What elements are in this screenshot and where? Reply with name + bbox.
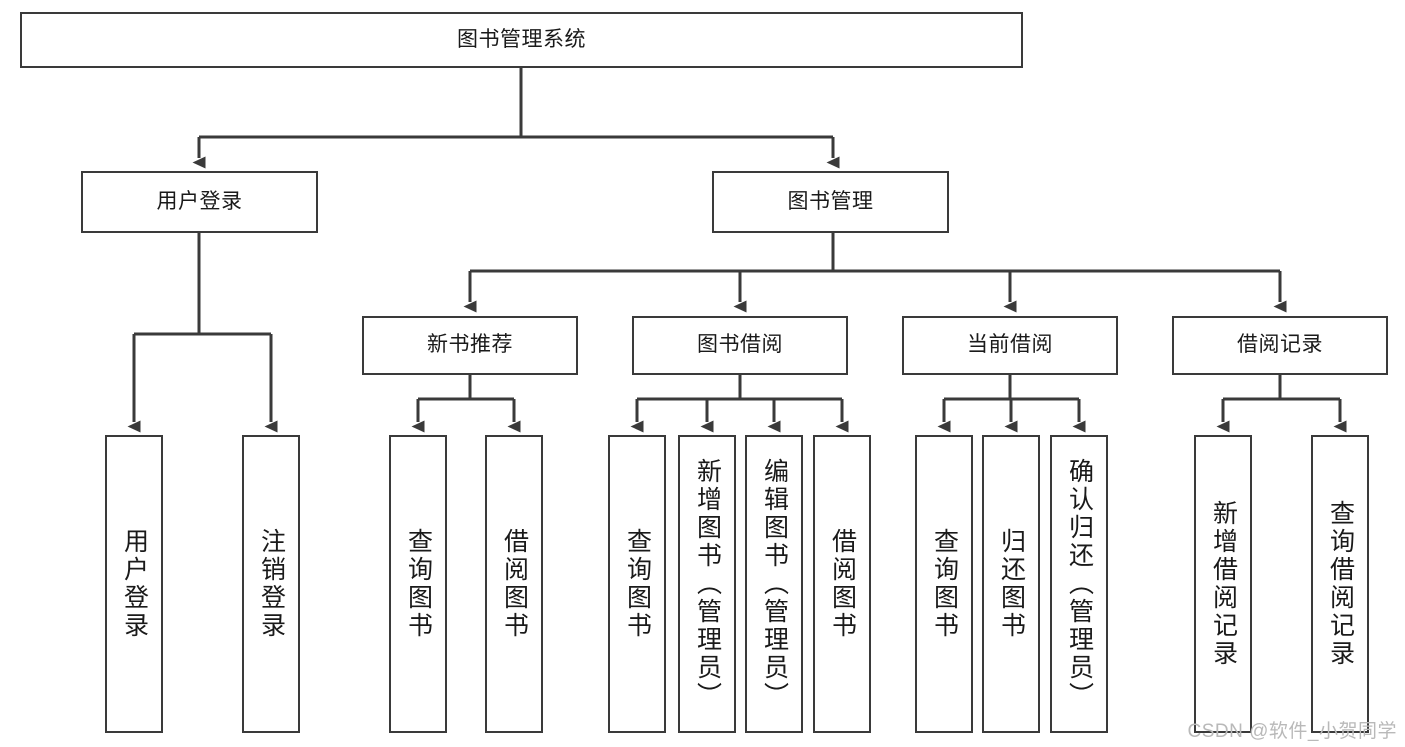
leaf-new-book-2-label: 借阅图书 [500, 528, 529, 640]
leaf-new-book-1-label: 查询图书 [404, 528, 433, 640]
node-new-book-recommend-label: 新书推荐 [427, 333, 513, 357]
node-new-book-recommend[interactable]: 新书推荐 [362, 316, 578, 375]
leaf-new-book-1[interactable]: 查询图书 [389, 435, 447, 733]
leaf-user-login-2-label: 注销登录 [257, 528, 286, 640]
leaf-current-borrow-2-label: 归还图书 [997, 528, 1026, 640]
node-root-label: 图书管理系统 [457, 27, 586, 51]
node-borrow-record[interactable]: 借阅记录 [1172, 316, 1388, 375]
leaf-book-borrow-3-label: 编辑图书（管理员） [760, 458, 789, 710]
leaf-book-borrow-3[interactable]: 编辑图书（管理员） [745, 435, 803, 733]
node-user-login-label: 用户登录 [156, 189, 243, 213]
leaf-borrow-record-1[interactable]: 新增借阅记录 [1194, 435, 1252, 733]
leaf-new-book-2[interactable]: 借阅图书 [485, 435, 543, 733]
leaf-current-borrow-1-label: 查询图书 [930, 528, 959, 640]
leaf-book-borrow-2-label: 新增图书（管理员） [693, 458, 722, 710]
leaf-borrow-record-2-label: 查询借阅记录 [1326, 500, 1355, 668]
leaf-book-borrow-1[interactable]: 查询图书 [608, 435, 666, 733]
leaf-current-borrow-2[interactable]: 归还图书 [982, 435, 1040, 733]
leaf-borrow-record-1-label: 新增借阅记录 [1209, 500, 1238, 668]
leaf-book-borrow-4-label: 借阅图书 [828, 528, 857, 640]
node-book-borrow[interactable]: 图书借阅 [632, 316, 848, 375]
node-book-management-label: 图书管理 [787, 189, 874, 213]
leaf-user-login-2[interactable]: 注销登录 [242, 435, 300, 733]
leaf-user-login-1[interactable]: 用户登录 [105, 435, 163, 733]
leaf-borrow-record-2[interactable]: 查询借阅记录 [1311, 435, 1369, 733]
leaf-current-borrow-3[interactable]: 确认归还（管理员） [1050, 435, 1108, 733]
leaf-current-borrow-3-label: 确认归还（管理员） [1065, 458, 1094, 710]
leaf-book-borrow-1-label: 查询图书 [623, 528, 652, 640]
leaf-current-borrow-1[interactable]: 查询图书 [915, 435, 973, 733]
node-root[interactable]: 图书管理系统 [20, 12, 1023, 68]
node-book-borrow-label: 图书借阅 [697, 333, 783, 357]
leaf-user-login-1-label: 用户登录 [120, 528, 149, 640]
leaf-book-borrow-2[interactable]: 新增图书（管理员） [678, 435, 736, 733]
node-book-management[interactable]: 图书管理 [712, 171, 949, 233]
node-current-borrow-label: 当前借阅 [967, 333, 1053, 357]
node-user-login[interactable]: 用户登录 [81, 171, 318, 233]
leaf-book-borrow-4[interactable]: 借阅图书 [813, 435, 871, 733]
node-current-borrow[interactable]: 当前借阅 [902, 316, 1118, 375]
node-borrow-record-label: 借阅记录 [1237, 333, 1323, 357]
